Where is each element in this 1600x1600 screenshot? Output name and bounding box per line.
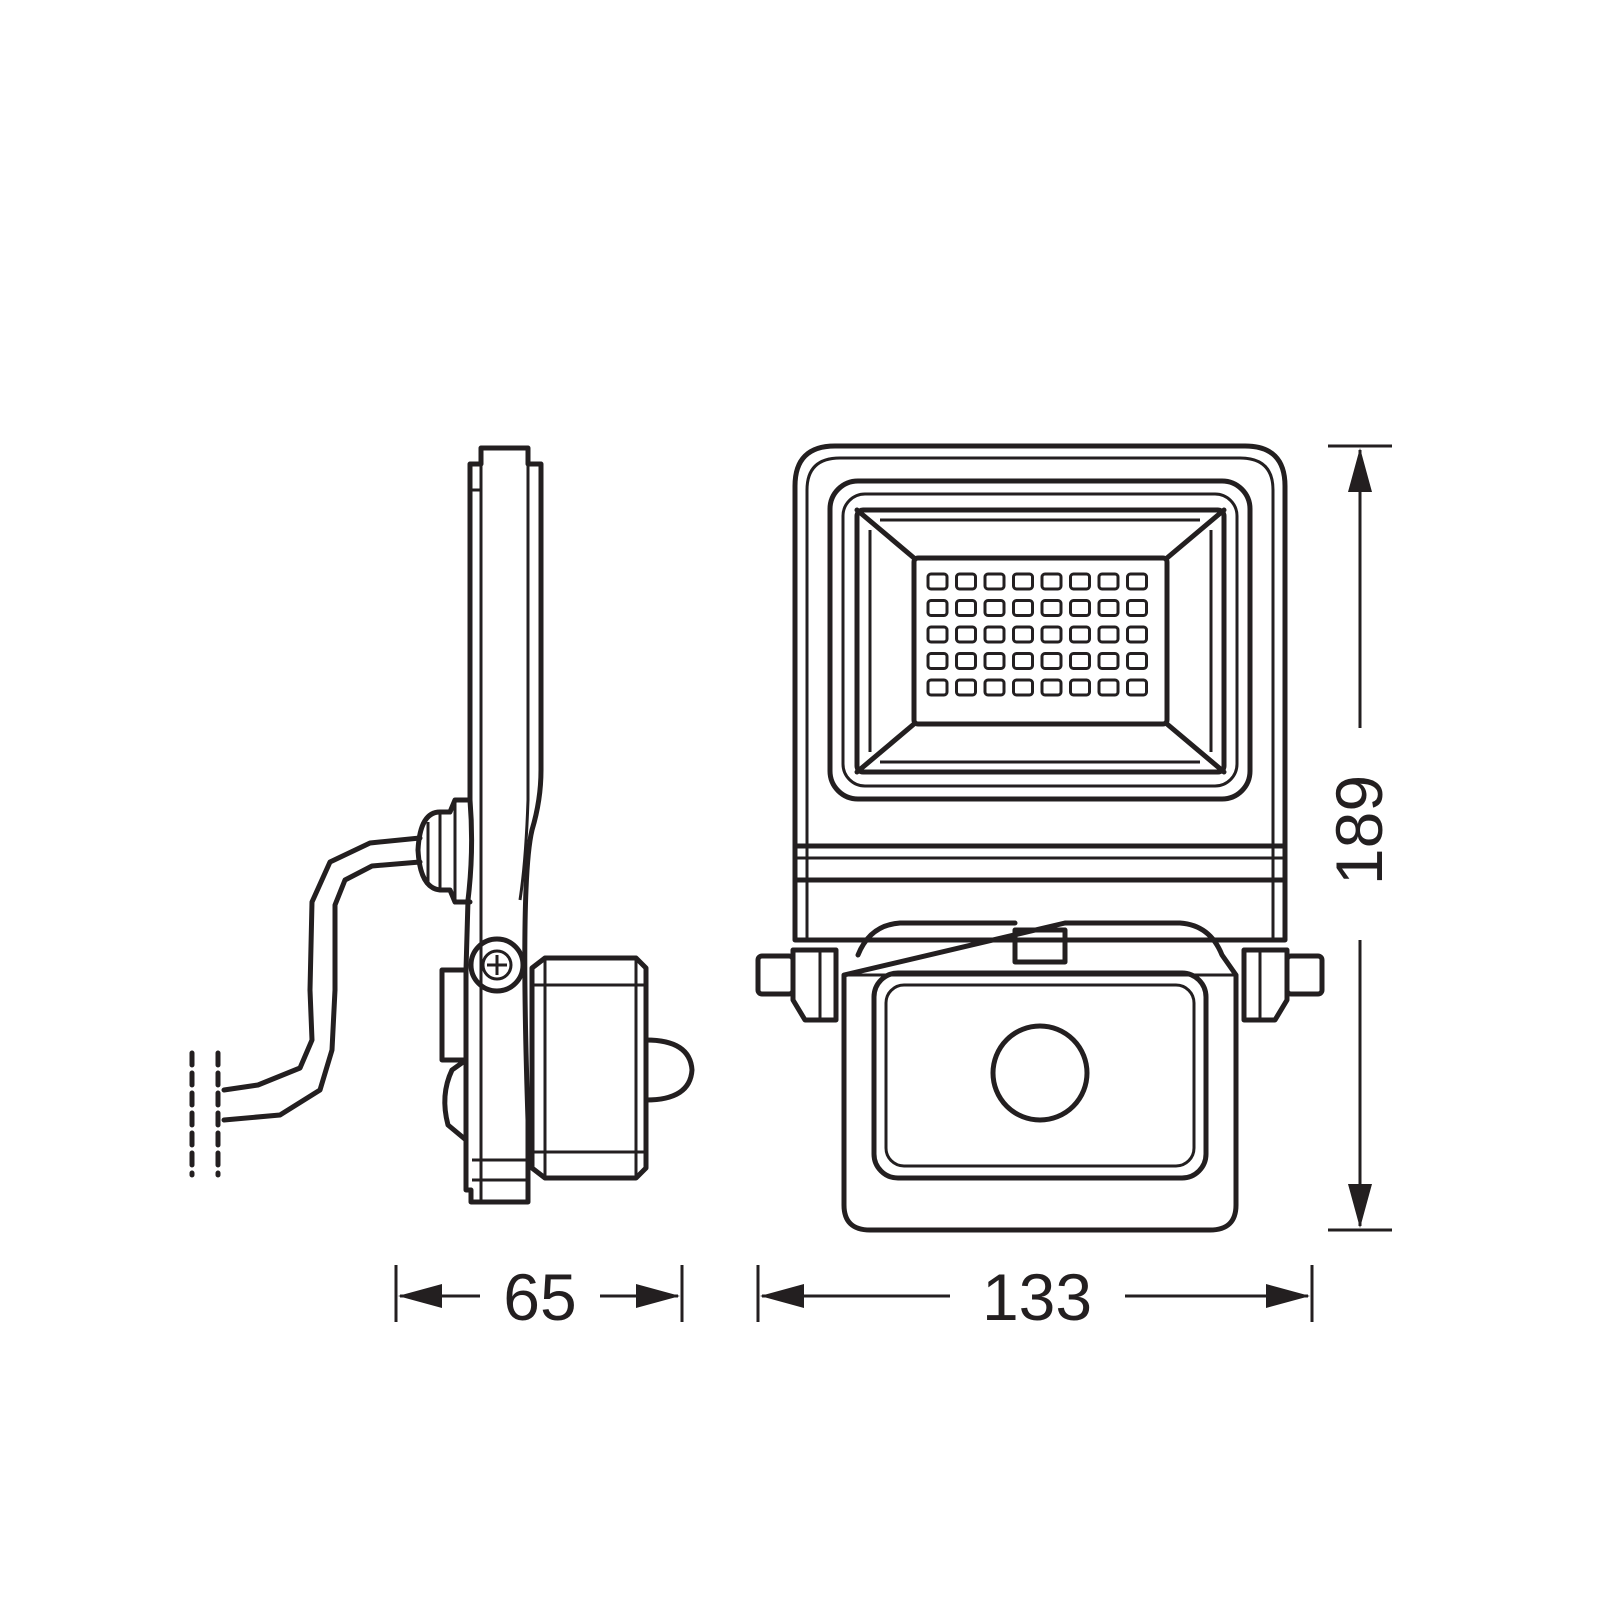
side-view: [189, 445, 695, 1205]
side-bracket-plate: [439, 967, 469, 1063]
led-chip: [926, 599, 949, 617]
housing-band: [792, 843, 1288, 883]
cable-break-marks: [189, 1050, 221, 1178]
led-chip: [983, 652, 1006, 670]
depth-dimension: 65: [394, 1260, 684, 1334]
depth-label: 65: [503, 1260, 576, 1334]
led-chip: [1126, 652, 1148, 670]
led-chip: [1126, 599, 1148, 617]
front-view: [755, 443, 1325, 1233]
height-dimension: 189: [1322, 444, 1396, 1232]
led-chip: [1012, 599, 1034, 617]
side-mount-foot: [442, 1057, 469, 1143]
side-housing-outline: [463, 445, 544, 1205]
led-chip: [955, 625, 977, 644]
led-chip: [1126, 625, 1148, 644]
led-chip: [1040, 625, 1063, 644]
motion-sensor-housing: [841, 920, 1239, 1233]
led-chip: [1069, 678, 1091, 697]
led-chip: [983, 572, 1006, 591]
power-cable-lower: [221, 859, 423, 1123]
led-chip: [1126, 572, 1148, 591]
power-cable-upper: [221, 835, 423, 1093]
front-bezel: [827, 478, 1253, 802]
led-chip: [1069, 625, 1091, 644]
led-chip: [926, 625, 949, 644]
reflector: [854, 507, 1227, 775]
width-dimension: 133: [756, 1260, 1314, 1334]
led-chip: [1040, 678, 1063, 697]
led-chip: [1040, 599, 1063, 617]
led-chip: [1097, 599, 1120, 617]
pir-lens-icon: [990, 1023, 1090, 1123]
led-chip: [1097, 625, 1120, 644]
led-chip: [983, 625, 1006, 644]
led-array: [926, 572, 1148, 697]
led-chip: [926, 678, 949, 697]
cable-gland: [415, 797, 473, 905]
led-chip: [1097, 652, 1120, 670]
width-label: 133: [982, 1260, 1092, 1334]
led-chip: [1012, 678, 1034, 697]
led-chip: [1069, 572, 1091, 591]
side-motion-sensor: [529, 955, 695, 1181]
led-chip: [926, 572, 949, 591]
led-chip: [1040, 572, 1063, 591]
led-chip: [1097, 572, 1120, 591]
led-chip: [1012, 652, 1034, 670]
led-chip: [955, 652, 977, 670]
height-label: 189: [1322, 775, 1396, 885]
led-chip: [1069, 652, 1091, 670]
led-chip: [1012, 625, 1034, 644]
led-chip: [1040, 652, 1063, 670]
led-chip: [955, 572, 977, 591]
led-chip: [1069, 599, 1091, 617]
pivot-screw: [468, 936, 526, 994]
mount-bracket: [755, 947, 1325, 1023]
led-chip: [955, 599, 977, 617]
led-chip: [955, 678, 977, 697]
led-chip: [983, 599, 1006, 617]
front-housing-outline: [792, 443, 1288, 943]
led-chip: [983, 678, 1006, 697]
led-chip: [1126, 678, 1148, 697]
led-chip: [1097, 678, 1120, 697]
led-chip: [926, 652, 949, 670]
led-chip: [1012, 572, 1034, 591]
